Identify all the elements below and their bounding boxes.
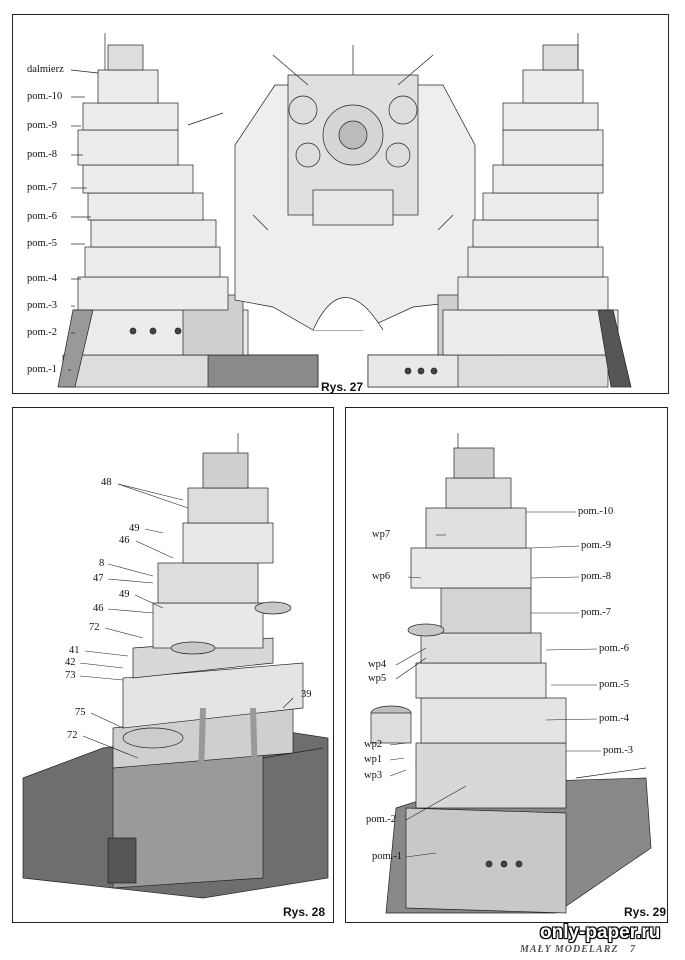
figure-caption-rys29: Rys. 29 xyxy=(624,905,667,919)
footer-title: MAŁY MODELARZ xyxy=(520,944,619,955)
figure-caption-rys27: Rys. 27 xyxy=(321,380,364,394)
label-part-72-a: 72 xyxy=(89,622,100,633)
label-wp7: wp7 xyxy=(372,529,391,540)
figure-caption-rys28: Rys. 28 xyxy=(283,905,326,919)
label-part-49-b: 49 xyxy=(119,589,130,600)
label-wp4: wp4 xyxy=(368,659,387,670)
label-pom-5: pom.-5 xyxy=(27,238,58,249)
label-pom-8: pom.-8 xyxy=(27,149,58,160)
label-part-42: 42 xyxy=(65,657,76,668)
label-wp6: wp6 xyxy=(372,571,391,582)
page-number: 7 xyxy=(629,944,636,955)
figure-panel-rys27: dalmierz pom.-10 pom.-9 pom.-8 pom.-7 po… xyxy=(12,14,669,394)
label-part-39: 39 xyxy=(301,689,312,700)
label-pom-9: pom.-9 xyxy=(581,540,612,551)
label-pom-6: pom.-6 xyxy=(27,211,58,222)
bridge-elevation-drawings xyxy=(57,33,632,388)
label-part-46-b: 46 xyxy=(93,603,104,614)
watermark: only-paper.ru xyxy=(540,922,661,943)
label-wp1: wp1 xyxy=(364,754,383,765)
label-dalmierz: dalmierz xyxy=(27,64,64,75)
label-part-41: 41 xyxy=(69,645,80,656)
label-pom-4: pom.-4 xyxy=(27,273,58,284)
label-part-49-a: 49 xyxy=(129,523,140,534)
label-pom-3: pom.-3 xyxy=(27,300,58,311)
label-pom-1: pom.-1 xyxy=(27,364,58,375)
label-pom-10: pom.-10 xyxy=(27,91,63,102)
label-pom-10: pom.-10 xyxy=(578,506,614,517)
label-part-73: 73 xyxy=(65,670,76,681)
label-pom-8: pom.-8 xyxy=(581,571,612,582)
bridge-isometric-view-left xyxy=(22,433,329,899)
figure-panel-rys29: pom.-10 wp7 pom.-9 wp6 pom.-8 pom.-7 pom… xyxy=(345,407,668,923)
bridge-isometric-view-right xyxy=(370,433,652,914)
label-pom-3: pom.-3 xyxy=(603,745,634,756)
label-pom-2: pom.-2 xyxy=(27,327,58,338)
label-part-8: 8 xyxy=(99,558,105,569)
label-wp5: wp5 xyxy=(368,673,387,684)
label-part-47: 47 xyxy=(93,573,104,584)
label-pom-2: pom.-2 xyxy=(366,814,397,825)
label-wp2: wp2 xyxy=(364,739,383,750)
label-part-75: 75 xyxy=(75,707,86,718)
label-part-72-b: 72 xyxy=(67,730,78,741)
label-pom-4: pom.-4 xyxy=(599,713,630,724)
figure-panel-rys28: 48 49 46 8 47 49 46 72 41 42 73 39 75 72… xyxy=(12,407,334,923)
label-pom-6: pom.-6 xyxy=(599,643,630,654)
label-pom-7: pom.-7 xyxy=(581,607,612,618)
label-pom-9: pom.-9 xyxy=(27,120,58,131)
label-part-48: 48 xyxy=(101,477,112,488)
label-wp3: wp3 xyxy=(364,770,383,781)
label-pom-7: pom.-7 xyxy=(27,182,58,193)
label-pom-1: pom.-1 xyxy=(372,851,403,862)
label-part-46-a: 46 xyxy=(119,535,130,546)
label-pom-5: pom.-5 xyxy=(599,679,630,690)
magazine-footer: MAŁY MODELARZ 7 xyxy=(520,944,636,955)
